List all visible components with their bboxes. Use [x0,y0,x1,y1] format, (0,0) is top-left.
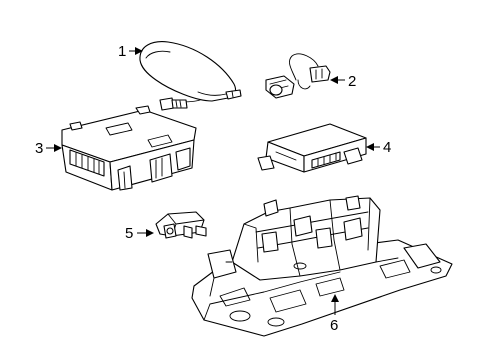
callout-number-4: 4 [383,139,391,156]
callout-number-2: 2 [348,73,356,90]
callout-4: 4 [366,139,391,156]
callout-number-3: 3 [35,140,43,157]
callout-3: 3 [35,140,62,157]
part-5-sensor[interactable] [155,211,207,239]
part-3-control-module[interactable] [61,105,197,191]
callout-number-6: 6 [330,317,338,334]
callout-1: 1 [118,43,143,60]
callout-number-1: 1 [118,43,126,60]
part-2-cable-assembly[interactable] [265,53,331,99]
part-4-module[interactable] [257,123,367,173]
callout-5: 5 [125,225,154,242]
callout-6: 6 [330,294,339,334]
callout-2: 2 [330,73,356,90]
part-6-bracket[interactable] [191,195,453,337]
part-1-antenna[interactable] [139,41,242,111]
callout-number-5: 5 [125,225,133,242]
